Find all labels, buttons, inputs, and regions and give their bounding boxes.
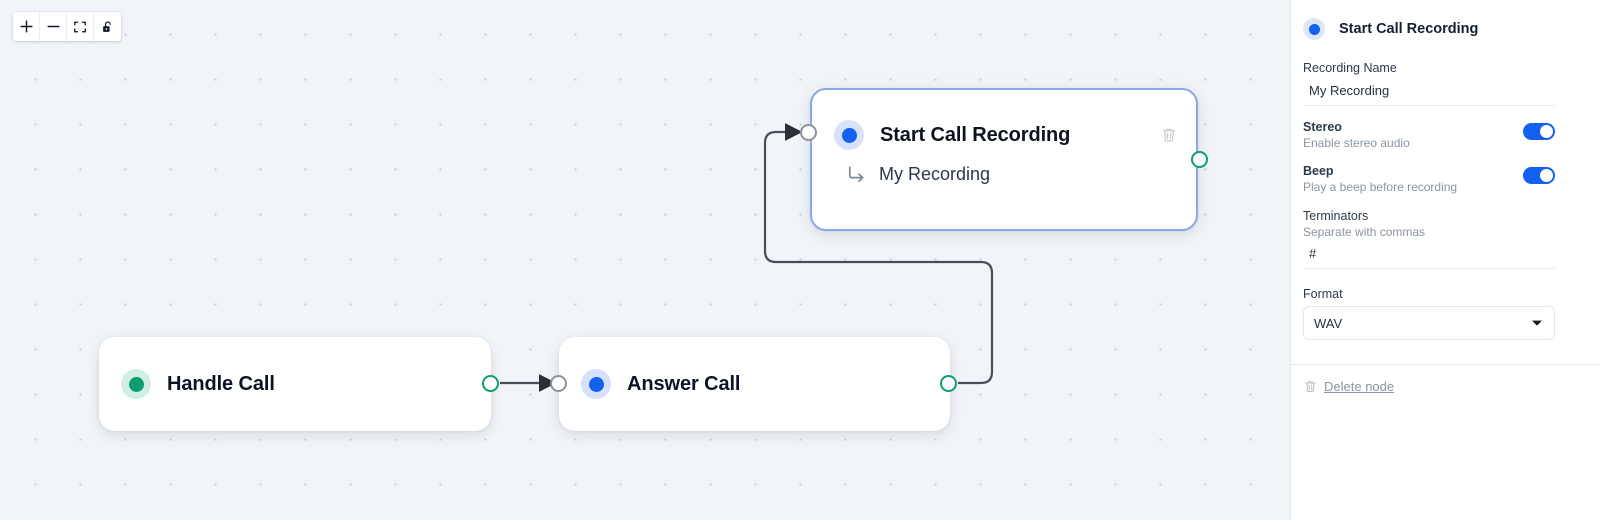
panel-divider xyxy=(1291,364,1600,365)
handle-call-output-handle[interactable] xyxy=(482,375,499,392)
minus-icon xyxy=(46,25,60,28)
field-terminators: Terminators Separate with commas xyxy=(1303,209,1586,269)
delete-node-button[interactable]: Delete node xyxy=(1303,379,1394,394)
field-recording-name: Recording Name xyxy=(1303,61,1586,106)
terminators-hint: Separate with commas xyxy=(1303,225,1426,239)
recording-name-label: Recording Name xyxy=(1303,61,1397,75)
panel-header: Start Call Recording xyxy=(1303,18,1586,40)
fit-view-icon xyxy=(74,21,86,32)
edges-layer xyxy=(500,122,994,393)
panel-node-dot xyxy=(1303,18,1325,40)
answer-call-input-handle[interactable] xyxy=(550,375,567,392)
beep-hint: Play a beep before recording xyxy=(1303,180,1458,194)
field-format: Format WAV xyxy=(1303,287,1586,340)
flow-canvas[interactable]: Handle Call Answer Call Start Call Recor… xyxy=(0,0,1290,520)
node-title: Start Call Recording xyxy=(880,123,1071,146)
node-delete-icon[interactable] xyxy=(1160,126,1178,144)
zoom-out-button[interactable] xyxy=(40,12,67,41)
unlock-icon xyxy=(102,20,111,32)
plus-icon xyxy=(19,20,33,33)
beep-toggle[interactable] xyxy=(1523,167,1555,184)
terminators-label: Terminators xyxy=(1303,209,1369,223)
panel-title: Start Call Recording xyxy=(1339,21,1479,37)
field-beep: Beep Play a beep before recording xyxy=(1303,164,1555,194)
node-title: Answer Call xyxy=(627,372,741,395)
node-handle-call[interactable]: Handle Call xyxy=(99,337,491,431)
terminators-input[interactable] xyxy=(1303,243,1555,269)
node-subtitle: My Recording xyxy=(879,164,991,184)
node-start-call-recording[interactable]: Start Call Recording My Recording xyxy=(810,88,1198,231)
node-properties-panel: Start Call Recording Recording Name Ster… xyxy=(1290,0,1600,520)
start-call-recording-input-handle[interactable] xyxy=(800,124,817,141)
stereo-hint: Enable stereo audio xyxy=(1303,136,1410,150)
format-select[interactable]: WAV xyxy=(1303,306,1555,340)
zoom-in-button[interactable] xyxy=(13,12,40,41)
trash-icon xyxy=(1305,381,1316,392)
canvas-toolbar xyxy=(13,12,121,41)
node-answer-call[interactable]: Answer Call xyxy=(559,337,950,431)
lock-toggle-button[interactable] xyxy=(94,12,121,41)
format-label: Format xyxy=(1303,287,1343,301)
node-status-dot xyxy=(834,120,864,150)
fit-view-button[interactable] xyxy=(67,12,94,41)
delete-node-label: Delete node xyxy=(1324,379,1395,394)
format-select-value: WAV xyxy=(1314,315,1343,331)
node-title: Handle Call xyxy=(167,372,275,395)
start-call-recording-output-handle[interactable] xyxy=(1191,151,1208,168)
node-status-dot xyxy=(581,369,611,399)
node-status-dot xyxy=(121,369,151,399)
answer-call-output-handle[interactable] xyxy=(940,375,957,392)
subtitle-arrow-icon xyxy=(848,166,864,183)
field-stereo: Stereo Enable stereo audio xyxy=(1303,120,1555,150)
stereo-label: Stereo xyxy=(1303,120,1342,134)
stereo-toggle[interactable] xyxy=(1523,123,1555,140)
beep-label: Beep xyxy=(1303,164,1334,178)
chevron-down-icon xyxy=(1532,320,1542,326)
recording-name-input[interactable] xyxy=(1303,80,1555,106)
